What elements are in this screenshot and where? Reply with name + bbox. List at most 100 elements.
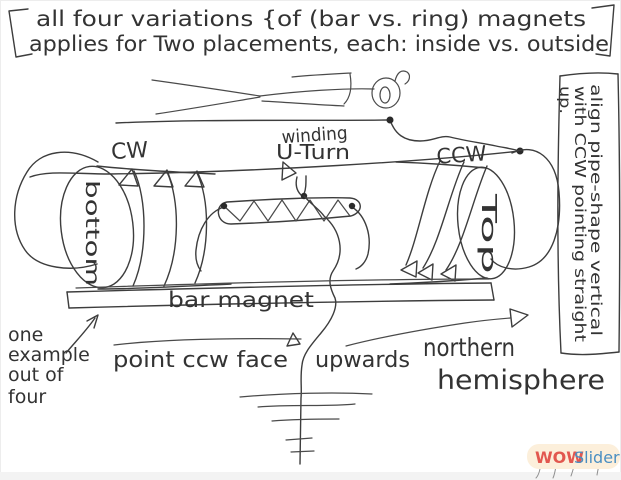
box-right-edge <box>617 73 621 353</box>
page-bottom-edge <box>0 472 621 480</box>
ground-bar <box>239 392 373 398</box>
solder-dot <box>220 202 228 210</box>
figure-arm-bend <box>343 73 352 105</box>
left-coil-end-loop <box>14 151 99 269</box>
right-coil-end-loop <box>490 148 561 270</box>
figure-face-detail <box>379 86 391 104</box>
northern-text: northern <box>423 333 515 362</box>
arrow-up-icon <box>153 169 174 188</box>
hemisphere-note: northern hemisphere <box>423 333 605 396</box>
figure-arm <box>291 72 352 78</box>
u-turn-wire <box>295 176 302 196</box>
wire-drop <box>389 119 521 152</box>
watermark-slider: Slider <box>574 448 620 467</box>
right-bracket-icon <box>591 4 615 57</box>
bar-top-edge <box>66 282 492 293</box>
hemisphere-text: hemisphere <box>437 365 605 396</box>
left-coil-turn <box>194 172 208 284</box>
upwards-text: upwards <box>315 348 410 373</box>
side-note-line-2: with CCW pointing straight <box>571 86 589 342</box>
right-coil-turn <box>445 165 488 271</box>
pointer-line <box>345 317 511 347</box>
arrow-up-icon <box>184 170 205 188</box>
header-note: all four variations {of (bar vs. ring) m… <box>8 4 615 58</box>
right-coil: CCW Top <box>389 141 561 285</box>
example-note-line-4: four <box>8 386 46 408</box>
arrow-right-icon <box>509 308 529 328</box>
left-coil-turn <box>132 170 145 287</box>
left-coil-bottom-edge <box>97 283 232 290</box>
winding-label-line1: winding <box>281 123 348 149</box>
ground-bar <box>257 403 356 408</box>
box-left-edge <box>557 75 562 354</box>
lying-figure <box>151 70 411 115</box>
right-coil-turn <box>405 160 441 266</box>
bar-bottom-edge <box>68 299 495 309</box>
winding-left-connector <box>195 206 225 272</box>
ground-symbol <box>239 392 373 453</box>
example-note-line-3: out of <box>8 364 65 386</box>
example-arrow-line <box>65 317 96 354</box>
left-coil: CW bottom <box>14 138 232 290</box>
bottom-face-label: bottom <box>81 180 103 286</box>
ccw-label: CCW <box>436 141 488 168</box>
solder-dot <box>348 202 356 210</box>
center-winding: winding U-Turn <box>195 123 370 272</box>
ground-bar <box>271 418 340 422</box>
instruction-text: point ccw face <box>113 348 288 373</box>
top-face-label: Top <box>477 192 501 274</box>
arrow-up-icon <box>286 332 301 347</box>
arrow-down-icon <box>400 260 418 278</box>
box-top-edge <box>559 72 619 77</box>
figure-body <box>259 88 375 97</box>
arrow-up-right-icon <box>86 314 99 329</box>
example-note: one example out of four <box>8 314 99 408</box>
winding-label-line2: U-Turn <box>276 140 350 164</box>
solder-dot <box>386 116 394 124</box>
side-note-line-3: up. <box>556 86 574 114</box>
figure-cap <box>394 70 411 85</box>
cw-label: CW <box>110 138 149 165</box>
header-line-2: applies for Two placements, each: inside… <box>29 32 609 56</box>
bar-right-cap <box>490 282 495 301</box>
return-wire <box>29 150 521 178</box>
ground-bar <box>285 437 313 441</box>
example-note-line-1: one <box>8 324 43 346</box>
side-note-box: align pipe-shape vertical with CCW point… <box>556 72 621 356</box>
bar-top-edge2 <box>75 278 490 289</box>
arrow-down-icon <box>417 263 434 281</box>
bar-left-cap <box>66 291 70 309</box>
top-wire <box>115 119 389 124</box>
descending-wire <box>299 195 341 465</box>
left-coil-turn <box>163 171 178 287</box>
bar-magnet-label: bar magnet <box>168 288 314 312</box>
winding-zigzag <box>223 199 351 222</box>
arrow-right-icon <box>281 161 297 181</box>
watermark-background <box>527 444 620 469</box>
arrow-up-icon <box>118 168 139 187</box>
box-bottom-edge <box>560 351 620 356</box>
watermark-wow: WOW <box>535 448 584 467</box>
instruction-underline <box>113 338 302 346</box>
figure-body-lower <box>261 100 345 107</box>
figure-head <box>371 77 401 109</box>
bar-magnet: bar magnet <box>66 278 495 312</box>
left-bracket-icon <box>8 8 33 58</box>
figure-leg <box>151 79 261 97</box>
left-coil-top-edge <box>96 165 216 175</box>
example-note-line-2: example <box>8 344 90 366</box>
winding-right-connector <box>351 206 370 270</box>
right-coil-turn <box>422 161 465 269</box>
ground-bar <box>290 450 315 453</box>
header-line-1: all four variations {of (bar vs. ring) m… <box>36 7 586 31</box>
u-turn-wire <box>303 175 307 195</box>
circuit-wires <box>29 116 524 178</box>
side-note-line-1: align pipe-shape vertical <box>587 84 605 336</box>
watermark: WOW Slider <box>527 444 620 469</box>
arrow-down-icon <box>440 264 457 282</box>
figure-leg <box>155 96 261 115</box>
ground-wire <box>299 195 341 465</box>
right-coil-top-edge <box>395 161 487 169</box>
